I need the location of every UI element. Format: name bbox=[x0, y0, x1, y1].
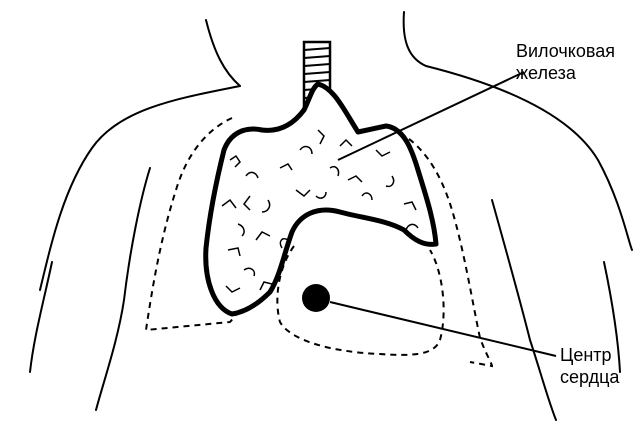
thymus-leader-line bbox=[338, 72, 524, 160]
left-armpit-line bbox=[96, 168, 150, 410]
thymus-gland bbox=[206, 84, 436, 314]
thymus-label-line1: Вилочковая bbox=[516, 40, 615, 62]
right-armpit-line bbox=[492, 200, 556, 420]
thymus-label-line2: железа bbox=[516, 62, 615, 84]
left-arm-line bbox=[30, 262, 52, 372]
heart-center-label-line2: сердца bbox=[560, 366, 619, 388]
heart-center-label: Центр сердца bbox=[560, 344, 619, 388]
thymus-body bbox=[206, 84, 436, 314]
right-shoulder-outline bbox=[426, 66, 632, 250]
neck-right-line bbox=[404, 12, 426, 66]
neck-left-line bbox=[206, 20, 240, 86]
heart-center-label-line1: Центр bbox=[560, 344, 619, 366]
heart-center-dot bbox=[302, 284, 330, 312]
thymus-label: Вилочковая железа bbox=[516, 40, 615, 84]
